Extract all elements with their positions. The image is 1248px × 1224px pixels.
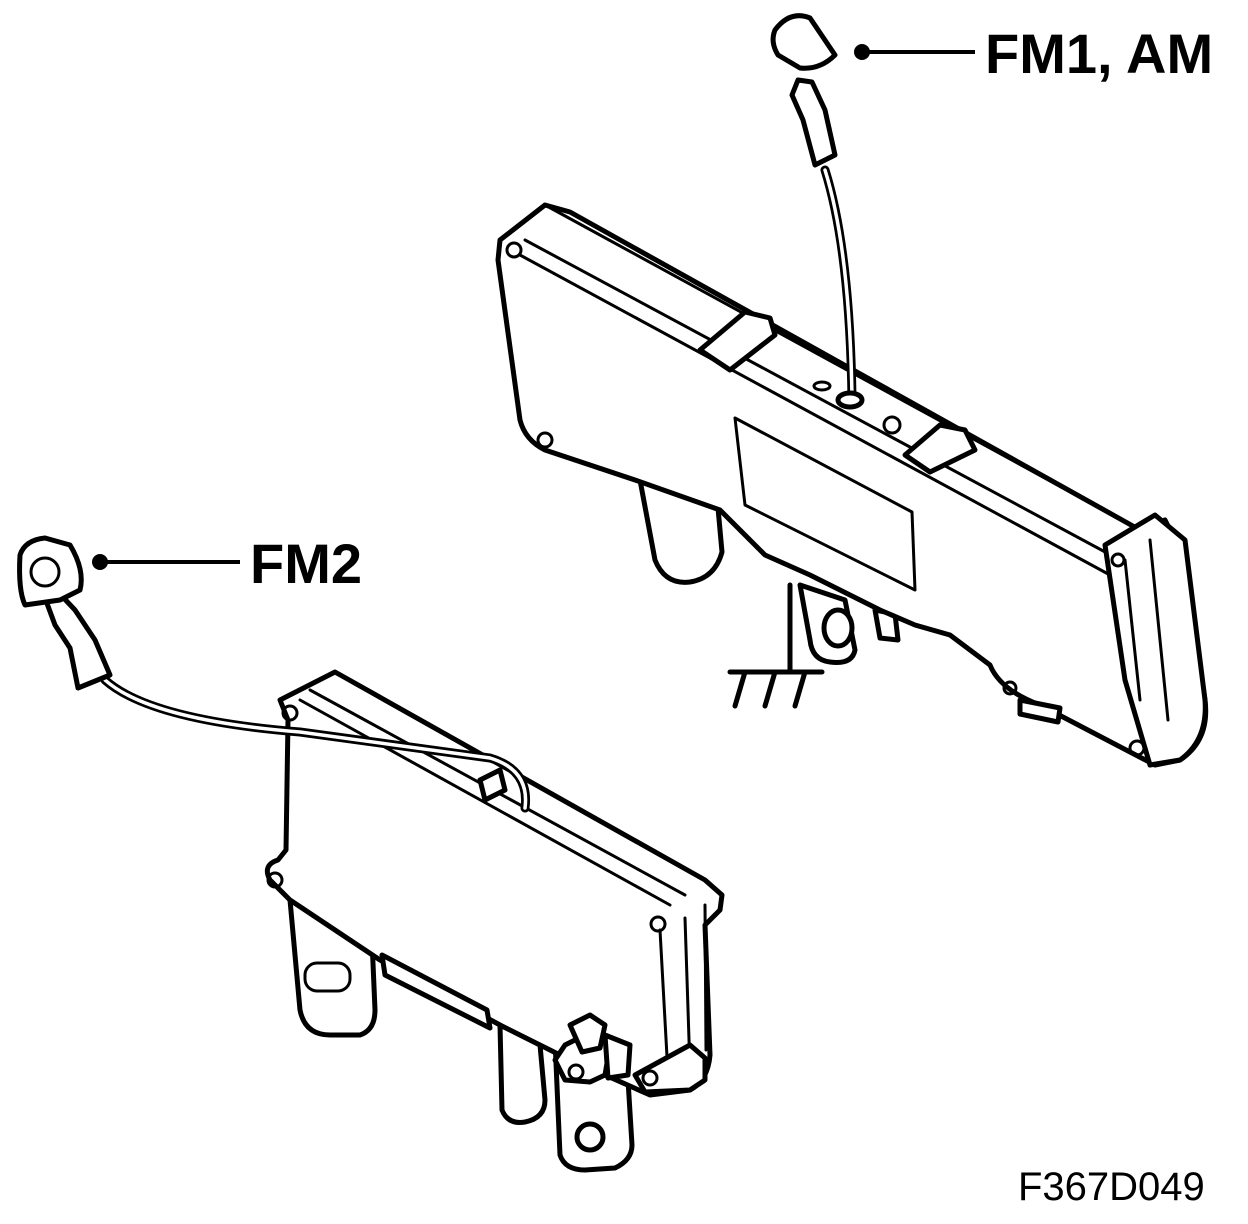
- mounting-hole: [536, 431, 554, 449]
- mounting-hole: [1110, 552, 1126, 568]
- fm1-am-amplifier-module: [495, 13, 1209, 768]
- cable-exit: [477, 767, 508, 803]
- figure-code: F367D049: [1018, 1165, 1205, 1209]
- mounting-hole: [1128, 739, 1146, 757]
- fm2-amplifier-module: [17, 535, 725, 1173]
- housing-rail: [379, 952, 493, 1031]
- fm2-antenna-lead: [17, 535, 531, 813]
- ground-symbol: [727, 582, 825, 709]
- label-plate: [733, 416, 917, 592]
- callout-fm1-am: FM1, AM: [854, 22, 1213, 85]
- label-fm1-am: FM1, AM: [985, 22, 1213, 85]
- housing-end-cap: [1102, 512, 1208, 768]
- mounting-hole: [1002, 680, 1018, 696]
- label-fm2: FM2: [250, 532, 362, 595]
- mounting-hole: [641, 1069, 659, 1087]
- fm1-am-antenna-lead: [770, 13, 865, 410]
- coax-connector: [497, 1022, 548, 1125]
- mounting-hole: [281, 704, 299, 722]
- mounting-hole: [567, 1063, 585, 1081]
- mounting-slot-hole: [303, 961, 352, 993]
- coax-connector: [797, 582, 901, 665]
- housing-clip: [902, 422, 978, 475]
- mounting-hole: [574, 1121, 606, 1153]
- mounting-hole: [882, 415, 902, 435]
- mounting-hole: [505, 241, 523, 259]
- module-housing: [495, 202, 1209, 768]
- callout-fm2: FM2: [92, 532, 362, 595]
- mounting-hole: [649, 915, 667, 933]
- housing-clip: [697, 309, 778, 373]
- mounting-hole: [266, 871, 284, 889]
- housing-slot: [1017, 697, 1063, 725]
- fm2-cable-terminal: [17, 535, 84, 608]
- housing-top-rim: [518, 203, 1142, 577]
- fm1-am-cable-terminal: [770, 13, 838, 71]
